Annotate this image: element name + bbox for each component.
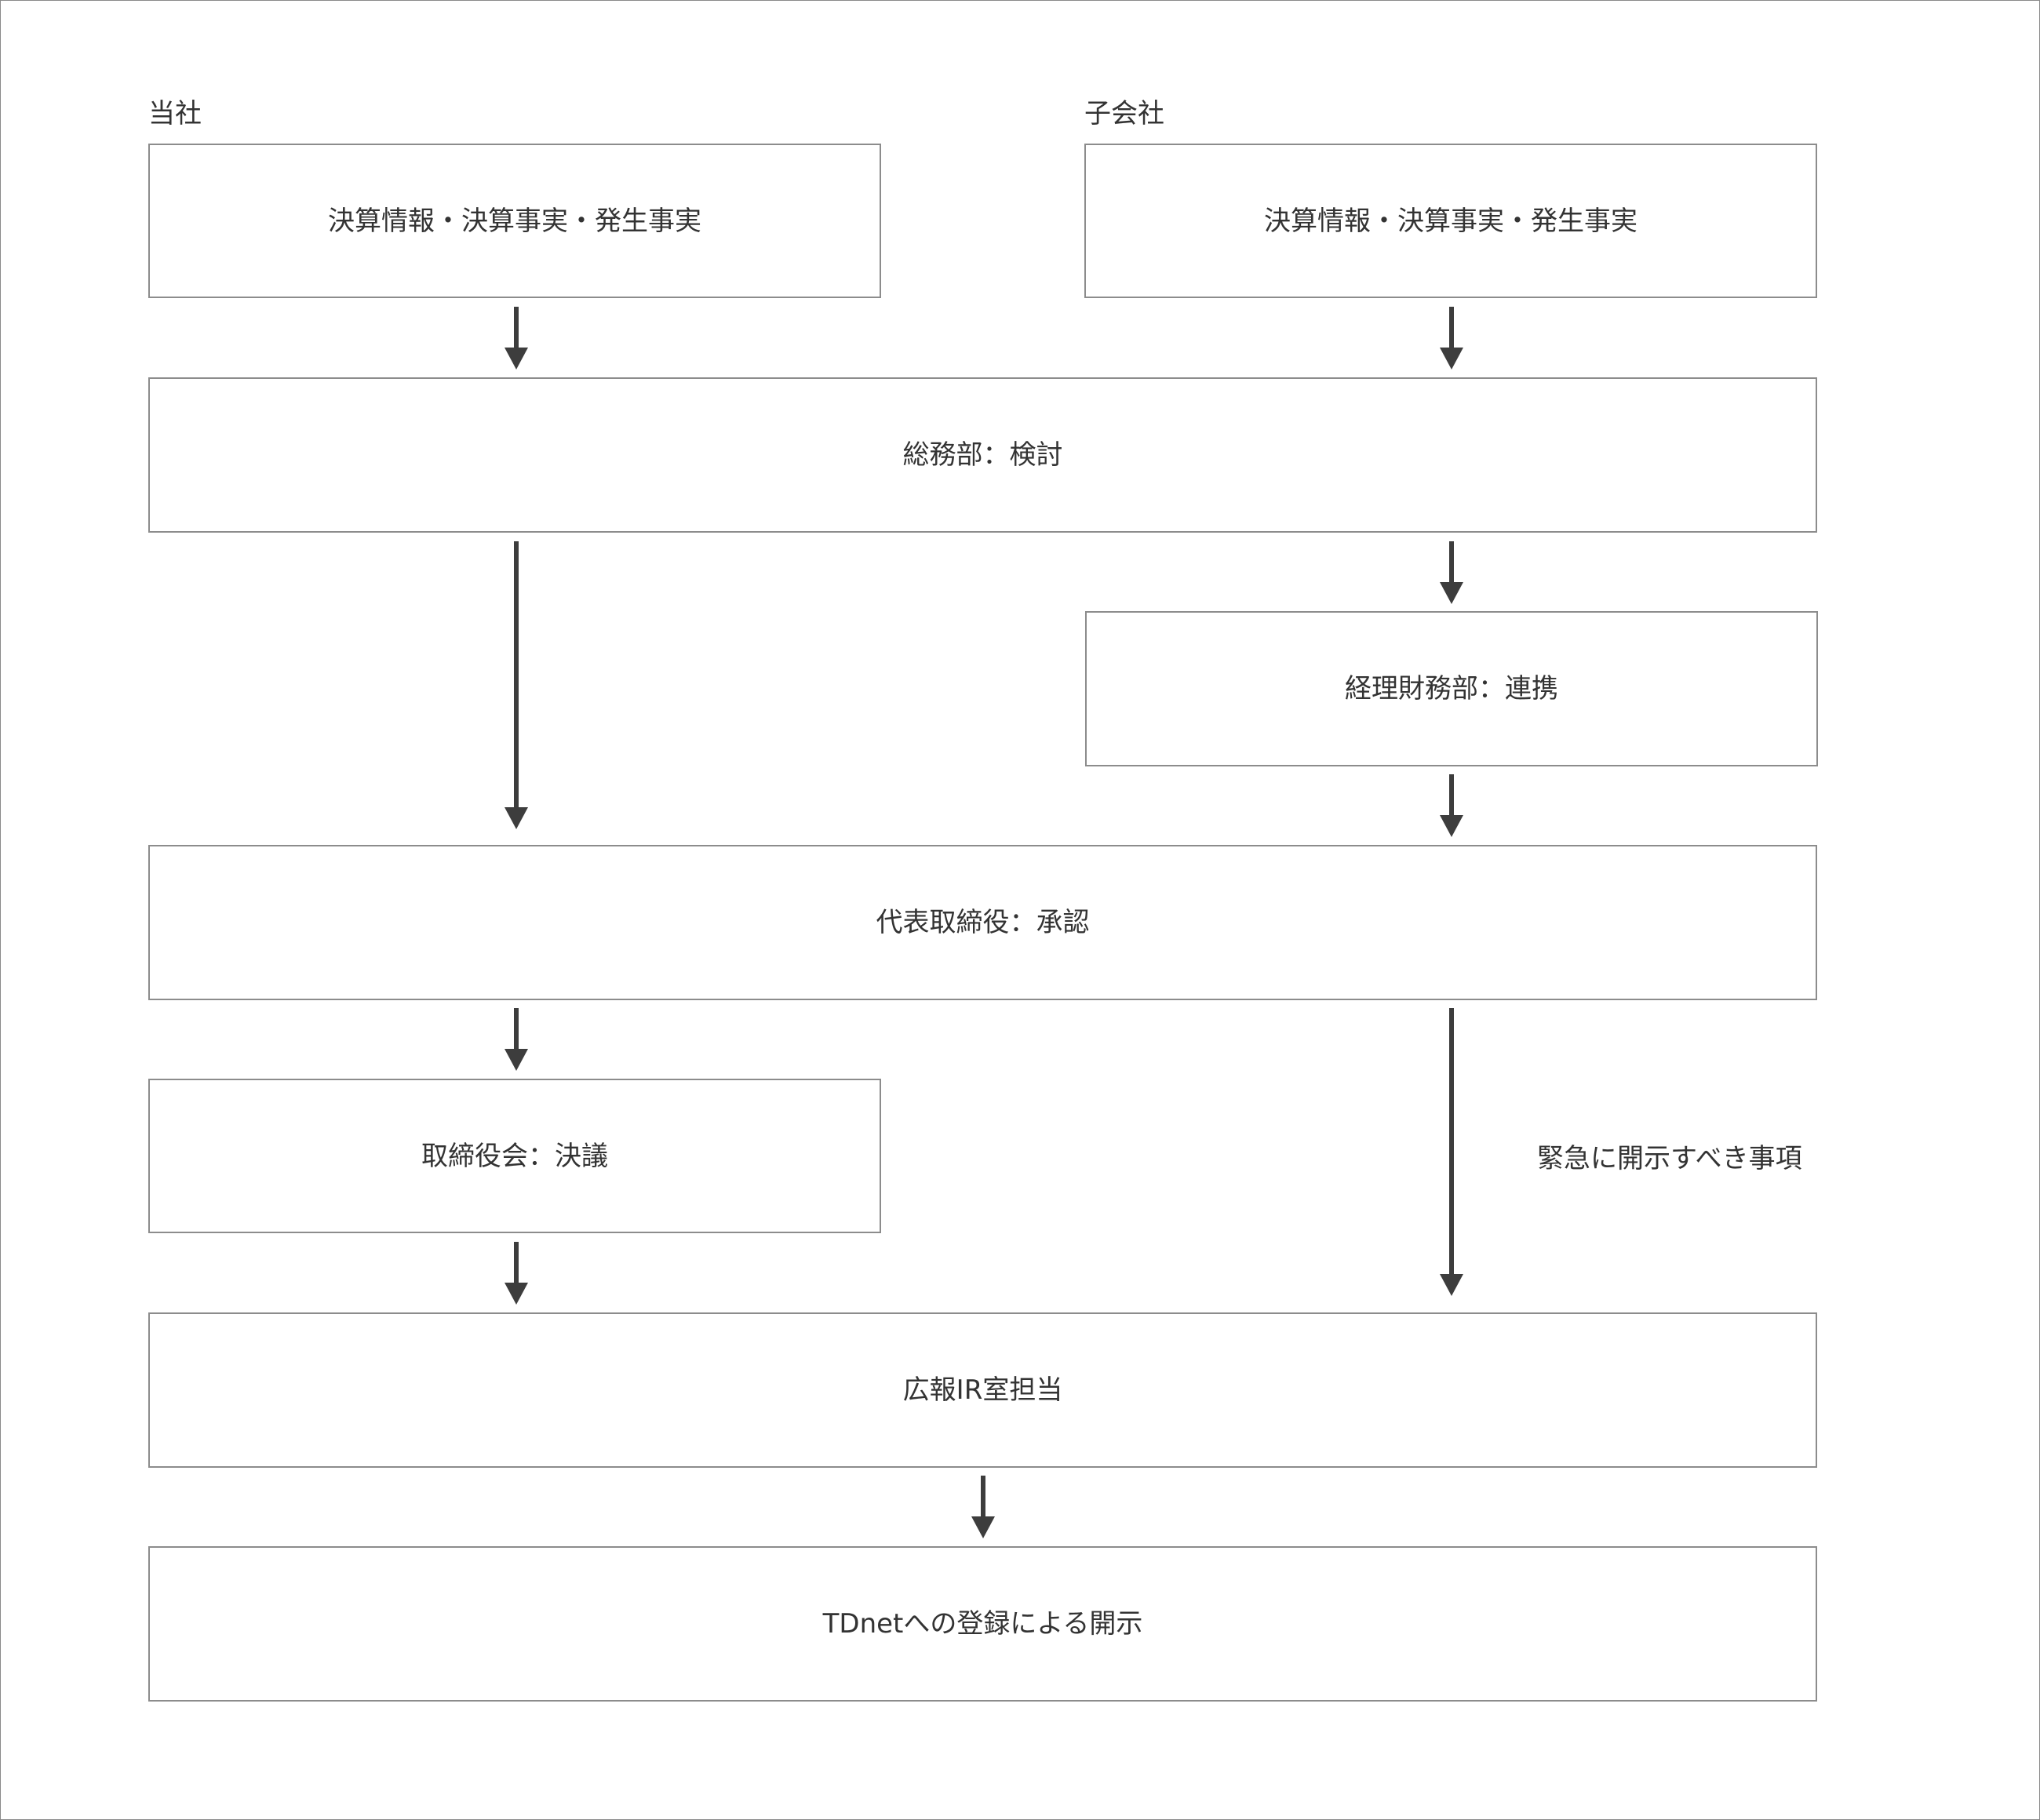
edge-label-urgent-disclosure: 緊急に開示すべき事項	[1537, 1143, 1802, 1174]
arrow-board-to-pr-ir	[502, 1242, 530, 1305]
header-own-company: 当社	[148, 98, 202, 129]
node-pr-ir: 広報IR室担当	[148, 1312, 1817, 1468]
node-tdnet: TDnetへの登録による開示	[148, 1546, 1817, 1702]
arrow-general-affairs-to-accounting	[1437, 541, 1466, 604]
node-representative-label: 代表取締役：承認	[876, 907, 1090, 938]
node-own-source-label: 決算情報・決算事実・発生事実	[328, 205, 701, 237]
node-general-affairs-label: 総務部：検討	[902, 439, 1063, 471]
node-pr-ir-label: 広報IR室担当	[902, 1374, 1063, 1406]
node-own-source: 決算情報・決算事実・発生事実	[148, 144, 881, 298]
node-general-affairs: 総務部：検討	[148, 377, 1817, 533]
arrow-sub-source-to-general-affairs	[1437, 307, 1466, 369]
node-sub-source-label: 決算情報・決算事実・発生事実	[1264, 205, 1637, 237]
arrow-accounting-to-representative	[1437, 774, 1466, 837]
node-board: 取締役会：決議	[148, 1079, 881, 1233]
arrow-pr-ir-to-tdnet	[969, 1476, 997, 1538]
node-sub-source: 決算情報・決算事実・発生事実	[1084, 144, 1817, 298]
node-accounting: 経理財務部：連携	[1085, 611, 1818, 766]
node-board-label: 取締役会：決議	[421, 1140, 608, 1172]
node-tdnet-label: TDnetへの登録による開示	[822, 1608, 1143, 1640]
node-representative: 代表取締役：承認	[148, 845, 1817, 1000]
arrow-representative-to-board	[502, 1008, 530, 1071]
arrow-general-affairs-to-representative	[502, 541, 530, 829]
header-subsidiary: 子会社	[1084, 98, 1164, 129]
arrow-representative-to-pr-ir	[1437, 1008, 1466, 1296]
arrow-own-source-to-general-affairs	[502, 307, 530, 369]
node-accounting-label: 経理財務部：連携	[1345, 673, 1558, 704]
